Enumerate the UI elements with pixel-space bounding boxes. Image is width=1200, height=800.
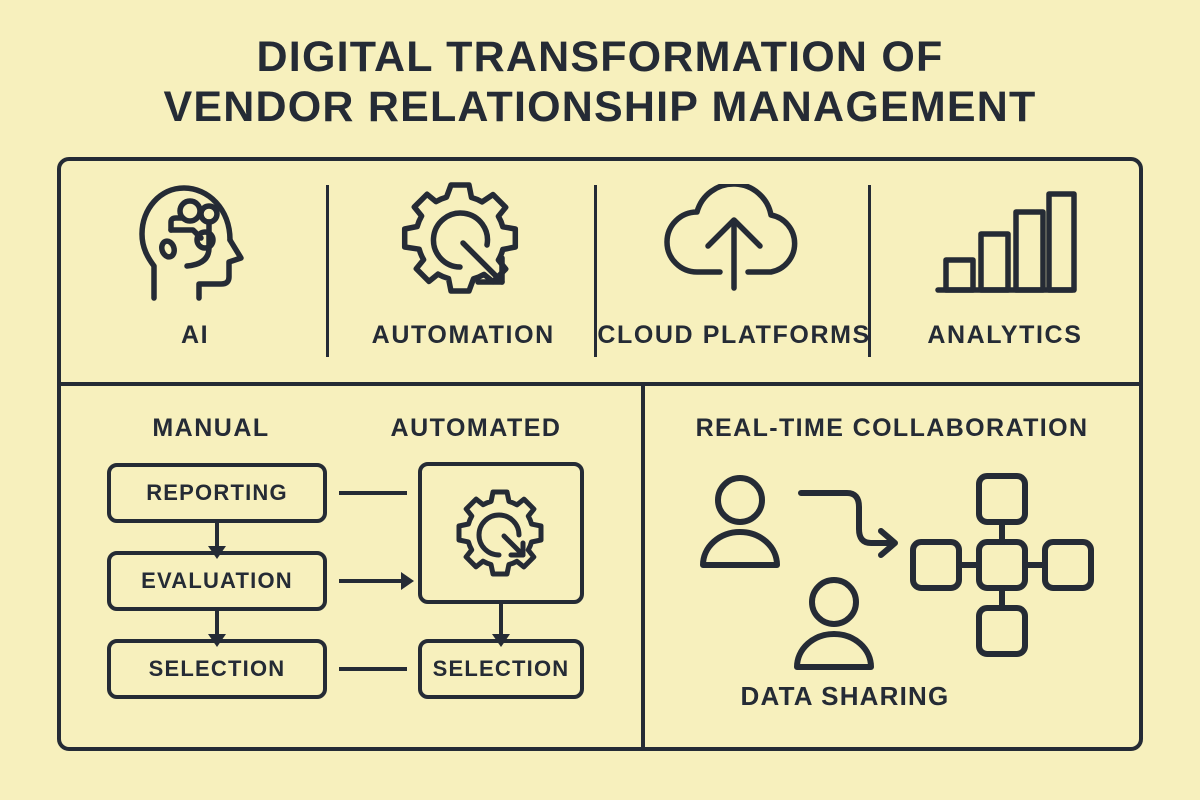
technology-label-ai: AI <box>180 321 210 349</box>
technology-cell-analytics: ANALYTICS <box>871 161 1139 382</box>
process-flow-panel: MANUAL AUTOMATED REPORTING EVALUATION SE… <box>61 386 641 747</box>
technology-cell-ai: AI <box>61 161 330 382</box>
arrowhead-gear-to-selection <box>492 634 510 647</box>
arrowhead-reporting-to-evaluation <box>208 546 226 559</box>
arrowhead-evaluation-to-selection <box>208 634 226 647</box>
content-frame <box>57 157 1143 751</box>
collaboration-heading: REAL-TIME COLLABORATION <box>695 414 1089 442</box>
icon-separator-3 <box>867 185 871 357</box>
collaboration-panel: REAL-TIME COLLABORATION <box>645 386 1139 747</box>
stepped-arrow-icon <box>797 481 907 567</box>
technology-row: AI AUTOMATION <box>61 161 1139 382</box>
horizontal-divider <box>57 382 1143 386</box>
connector-evaluation-to-automation <box>339 579 401 583</box>
cloud-upload-icon <box>660 173 808 313</box>
technology-label-automation: AUTOMATION <box>371 321 555 349</box>
gear-icon <box>455 487 547 579</box>
process-box-selection-manual[interactable]: SELECTION <box>107 639 327 699</box>
technology-cell-cloud: CLOUD PLATFORMS <box>597 161 871 382</box>
brain-head-icon <box>135 173 255 313</box>
connector-reporting-to-automation <box>339 491 407 495</box>
process-box-reporting[interactable]: REPORTING <box>107 463 327 523</box>
technology-label-cloud: CLOUD PLATFORMS <box>597 321 871 349</box>
icon-separator-2 <box>594 185 598 357</box>
bar-chart-icon <box>930 173 1080 313</box>
manual-column-heading: MANUAL <box>152 414 270 442</box>
process-box-selection-automated[interactable]: SELECTION <box>418 639 584 699</box>
network-nodes-icon <box>907 470 1097 660</box>
process-box-automation-gear[interactable] <box>418 462 584 604</box>
connector-gear-to-selection <box>499 604 503 639</box>
technology-cell-automation: AUTOMATION <box>329 161 598 382</box>
connector-reporting-to-evaluation <box>215 523 219 551</box>
vertical-divider <box>641 382 645 751</box>
process-box-evaluation[interactable]: EVALUATION <box>107 551 327 611</box>
arrowhead-evaluation-to-automation <box>401 572 414 590</box>
person-icon-secondary <box>791 576 877 672</box>
person-icon-primary <box>697 474 783 570</box>
connector-evaluation-to-selection <box>215 611 219 639</box>
icon-separator-1 <box>326 185 330 357</box>
page-title: DIGITAL TRANSFORMATION OF VENDOR RELATIO… <box>0 32 1200 132</box>
connector-selection-to-selection <box>339 667 407 671</box>
title-line-1: DIGITAL TRANSFORMATION OF <box>256 33 944 81</box>
technology-label-analytics: ANALYTICS <box>927 321 1083 349</box>
title-line-2: VENDOR RELATIONSHIP MANAGEMENT <box>163 83 1037 131</box>
collaboration-caption: DATA SHARING <box>740 681 950 711</box>
automated-column-heading: AUTOMATED <box>390 414 562 442</box>
gear-arrow-icon <box>399 173 527 313</box>
